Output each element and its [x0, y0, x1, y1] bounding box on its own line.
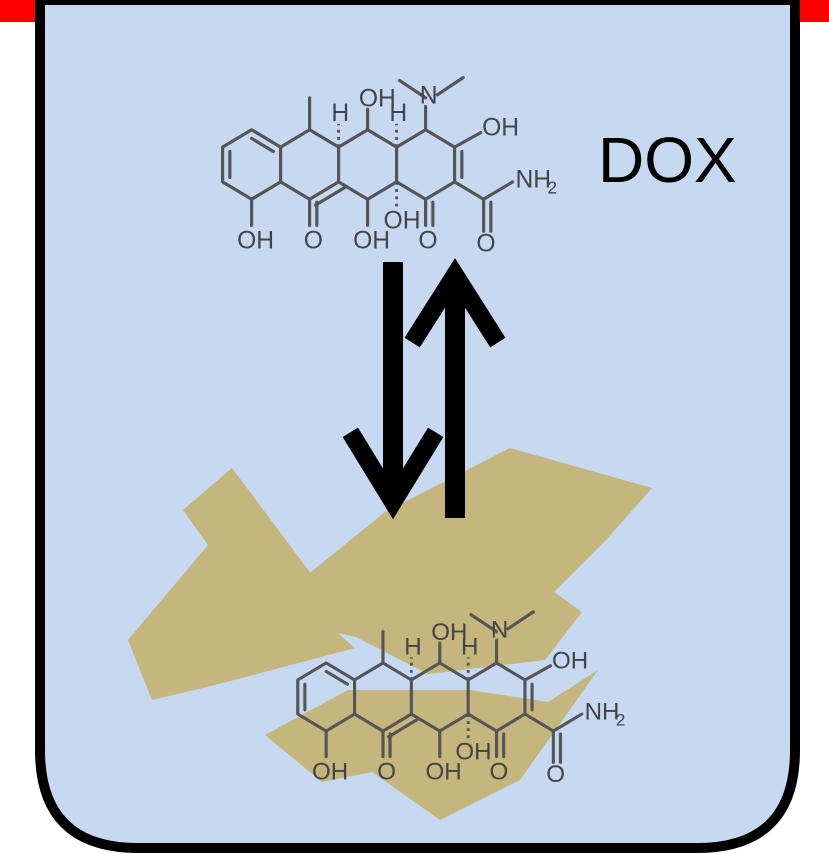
carrier-shape-1 — [128, 468, 387, 700]
atom-h-right-b: H — [461, 633, 478, 660]
atom-nh2-b: NH — [585, 699, 620, 726]
dox-molecule-bound: OH N OH NH 2 H H OH O OH OH O O — [296, 610, 625, 788]
atom-oh-bottom-1-b: OH — [312, 758, 348, 785]
atom-o-bottom-2: O — [418, 228, 437, 255]
atom-oh-bottom-1: OH — [237, 228, 274, 255]
dox-label: DOX — [598, 124, 737, 196]
atom-nh2: NH — [516, 167, 552, 194]
atom-oh-top: OH — [359, 86, 396, 113]
atom-oh-bottom-2: OH — [353, 228, 390, 255]
atom-oh-right-b: OH — [552, 648, 588, 675]
atom-o-bottom-1: O — [304, 228, 323, 255]
nanocarrier — [128, 448, 652, 820]
atom-h-left: H — [331, 100, 349, 127]
atom-o-bottom-3-b: O — [546, 761, 565, 788]
atom-oh-top-b: OH — [431, 619, 467, 646]
atom-oh-bottom-3-b: OH — [455, 738, 491, 765]
atom-n: N — [420, 83, 438, 110]
arrow-down — [342, 262, 444, 520]
carrier-shape-2 — [258, 448, 652, 674]
atom-o-bottom-1-b: O — [377, 758, 396, 785]
carrier-shape-3 — [265, 670, 598, 820]
atom-n-b: N — [491, 616, 508, 643]
equilibrium-arrows — [342, 258, 506, 520]
atom-h-left-b: H — [404, 633, 421, 660]
atom-o-bottom-3: O — [476, 231, 495, 258]
atom-o-bottom-2-b: O — [489, 758, 508, 785]
atom-oh-bottom-3: OH — [384, 207, 421, 234]
atom-oh-right: OH — [482, 115, 519, 142]
atom-oh-bottom-2-b: OH — [426, 758, 462, 785]
arrow-up — [404, 258, 506, 518]
atom-nh2-sub: 2 — [547, 178, 557, 198]
dox-molecule-free: OH N OH NH 2 H H OH O OH OH O O — [221, 75, 557, 258]
atom-nh2-sub-b: 2 — [616, 710, 625, 729]
atom-h-right: H — [389, 100, 407, 127]
